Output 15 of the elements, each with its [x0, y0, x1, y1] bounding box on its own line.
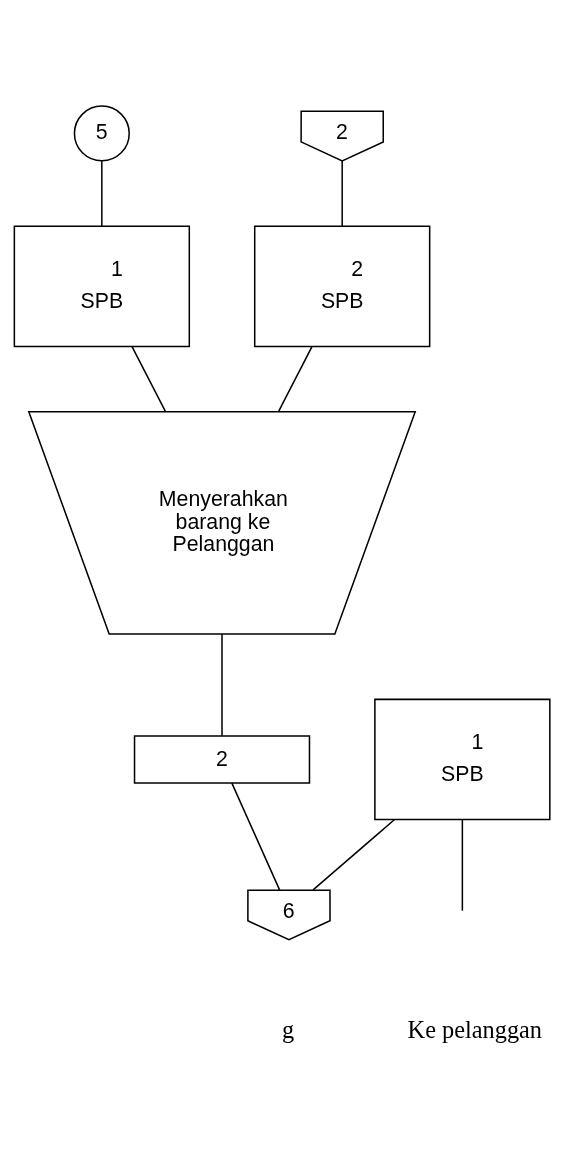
connector	[341, 160, 343, 227]
label: Ke pelanggan	[407, 1016, 543, 1044]
node-circle: 5	[73, 105, 130, 162]
connector	[312, 819, 396, 891]
connector	[221, 633, 223, 737]
connector	[277, 346, 313, 413]
node-box: 1 SPB	[374, 698, 551, 821]
connector	[231, 782, 281, 891]
label: g	[282, 1016, 295, 1044]
connector	[101, 160, 103, 227]
node-box: 2 SPB	[253, 225, 431, 348]
node-box: 1 SPB	[13, 225, 191, 348]
connector	[461, 819, 464, 912]
connector	[131, 346, 167, 413]
node-box: 2	[133, 735, 311, 784]
